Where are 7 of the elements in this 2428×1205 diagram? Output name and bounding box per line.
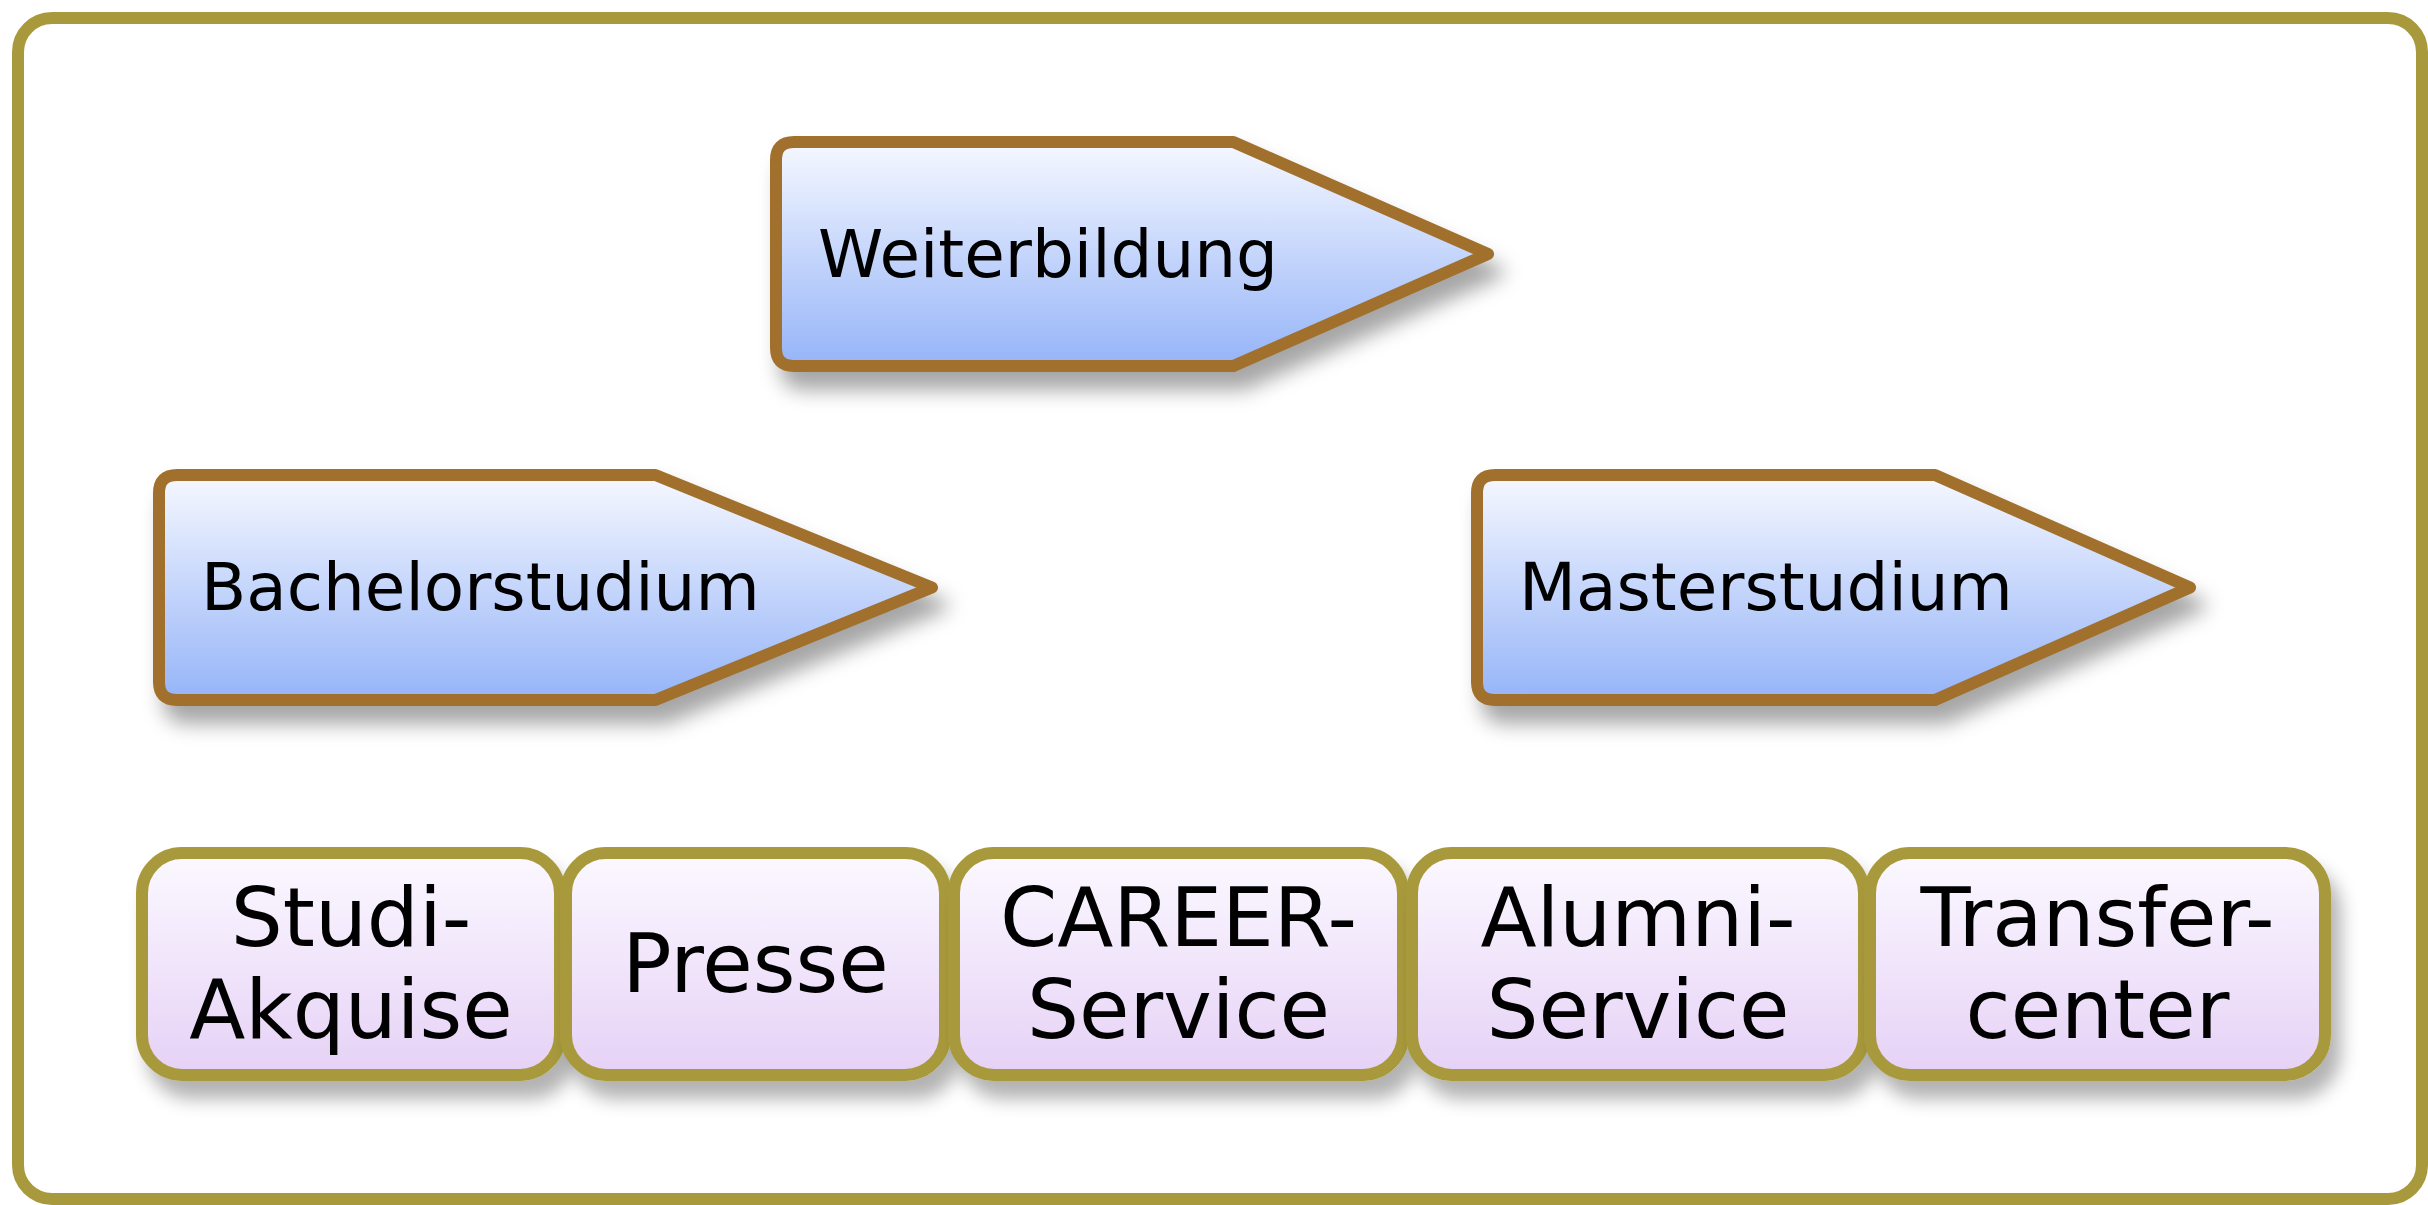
rounded-box: Transfer- center — [1864, 847, 2331, 1081]
outer-frame — [12, 12, 2428, 1205]
arrow-label: Masterstudium — [1519, 549, 2013, 626]
rounded-box: Presse — [560, 847, 951, 1081]
rounded-box: CAREER- Service — [948, 847, 1409, 1081]
arrow-label: Weiterbildung — [818, 215, 1278, 293]
arrow-label: Bachelorstudium — [201, 549, 760, 626]
